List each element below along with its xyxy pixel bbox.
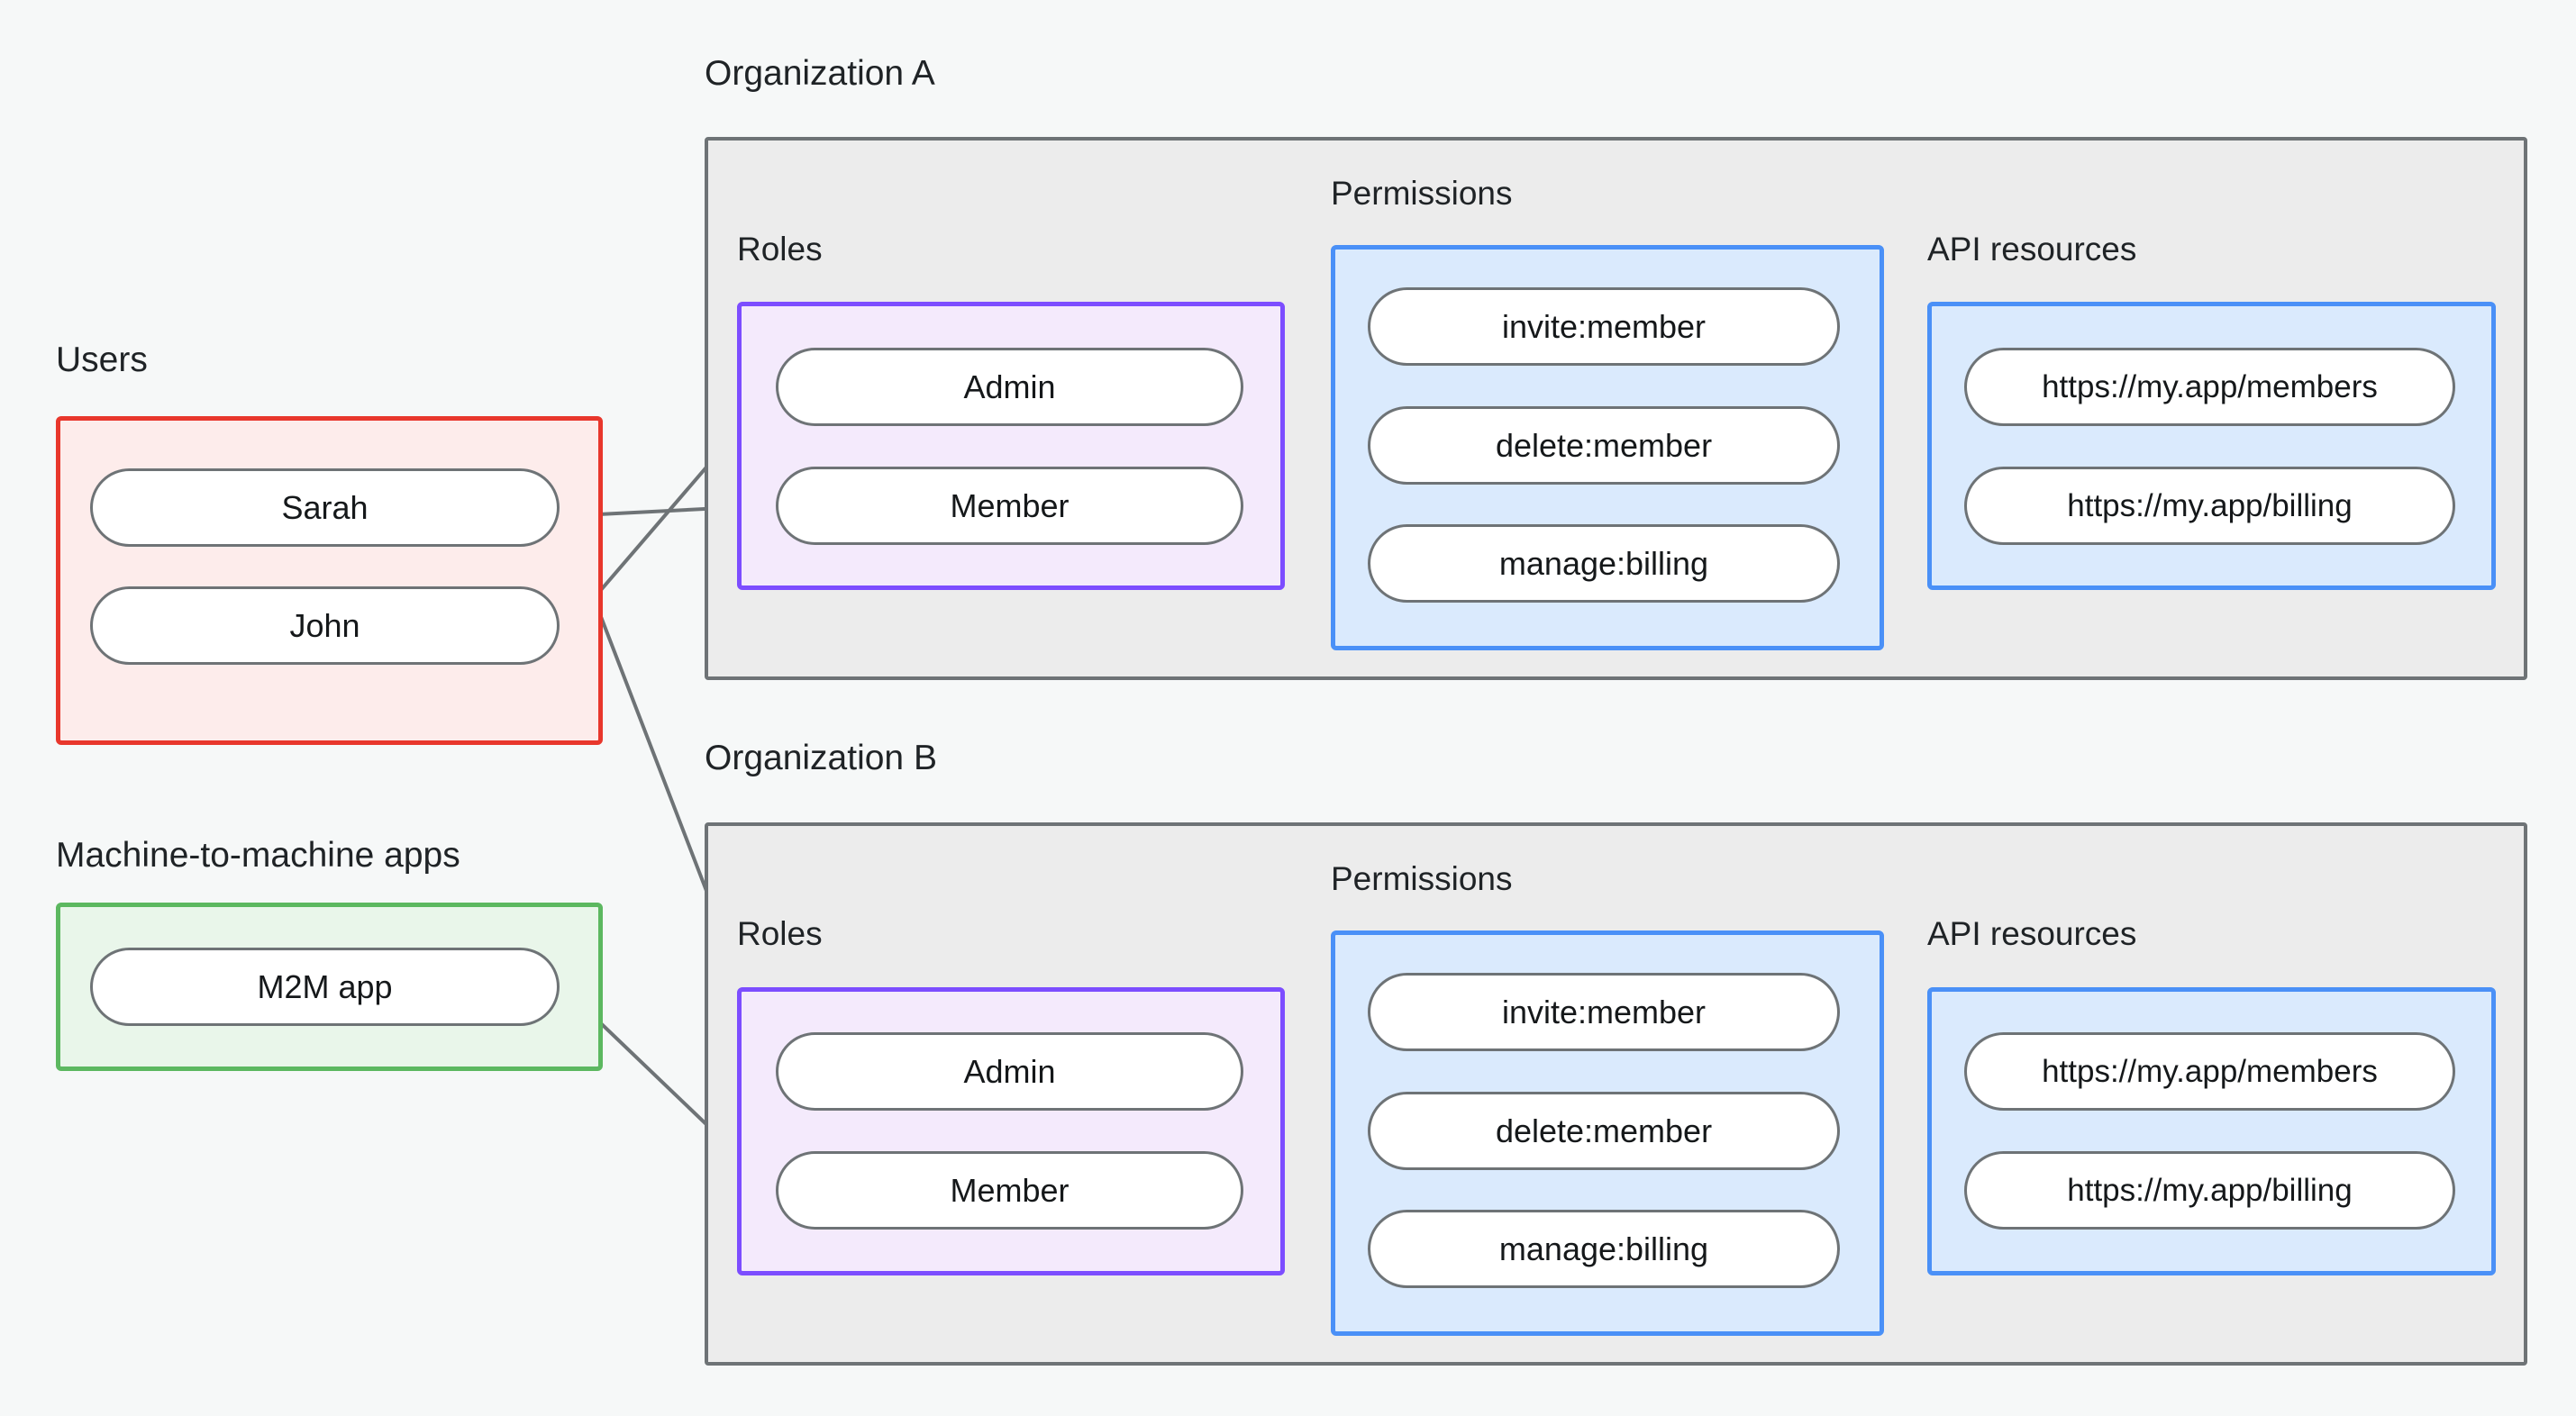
org-a-roles-heading: Roles <box>737 231 823 268</box>
users-heading: Users <box>56 340 148 379</box>
org-b-api-pill-billing[interactable]: https://my.app/billing <box>1964 1151 2455 1230</box>
user-pill-john[interactable]: John <box>90 586 560 665</box>
org-a-api-group <box>1927 302 2496 590</box>
user-pill-sarah[interactable]: Sarah <box>90 468 560 547</box>
org-b-role-pill-member[interactable]: Member <box>776 1151 1243 1230</box>
org-a-permission-pill-billing[interactable]: manage:billing <box>1368 524 1840 603</box>
org-a-permissions-heading: Permissions <box>1331 175 1513 212</box>
org-b-roles-group <box>737 987 1285 1275</box>
org-b-api-pill-members[interactable]: https://my.app/members <box>1964 1032 2455 1111</box>
org-a-permission-pill-delete[interactable]: delete:member <box>1368 406 1840 485</box>
org-a-api-heading: API resources <box>1927 231 2137 268</box>
m2m-heading: Machine-to-machine apps <box>56 836 460 875</box>
org-b-permission-pill-invite[interactable]: invite:member <box>1368 973 1840 1051</box>
org-b-role-pill-admin[interactable]: Admin <box>776 1032 1243 1111</box>
org-a-api-pill-billing[interactable]: https://my.app/billing <box>1964 467 2455 545</box>
org-a-role-pill-member[interactable]: Member <box>776 467 1243 545</box>
org-b-api-heading: API resources <box>1927 915 2137 952</box>
org-b-permission-pill-billing[interactable]: manage:billing <box>1368 1210 1840 1288</box>
org-b-permissions-heading: Permissions <box>1331 860 1513 897</box>
org-a-roles-group <box>737 302 1285 590</box>
org-a-title: Organization A <box>705 54 935 93</box>
org-a-api-pill-members[interactable]: https://my.app/members <box>1964 348 2455 426</box>
m2m-pill-app[interactable]: M2M app <box>90 948 560 1026</box>
org-b-api-group <box>1927 987 2496 1275</box>
org-b-permission-pill-delete[interactable]: delete:member <box>1368 1092 1840 1170</box>
org-b-title: Organization B <box>705 739 937 777</box>
org-a-permission-pill-invite[interactable]: invite:member <box>1368 287 1840 366</box>
org-b-roles-heading: Roles <box>737 915 823 952</box>
org-a-role-pill-admin[interactable]: Admin <box>776 348 1243 426</box>
users-group <box>56 416 603 745</box>
